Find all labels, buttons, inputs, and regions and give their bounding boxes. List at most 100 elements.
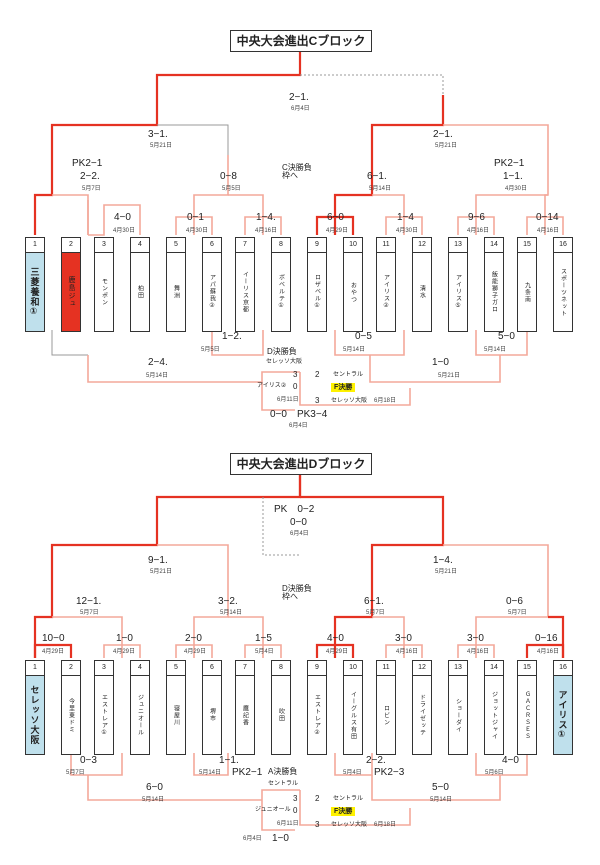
team-name: ショーダイ	[454, 697, 461, 733]
date-d-sf-right: 5月21日	[435, 569, 458, 575]
seed-number: 16	[553, 660, 573, 676]
seed-number: 4	[130, 660, 150, 676]
team-box: 寝屋川	[166, 675, 186, 755]
d-f-final-label: F決勝	[331, 807, 356, 816]
date-r2: 4月30日	[186, 228, 209, 234]
d-team: セレッソ大阪	[266, 359, 303, 365]
seed-number: 9	[307, 237, 327, 253]
score-d-sf-left: 9−1.	[148, 555, 168, 566]
team-name: 寝屋川	[172, 704, 179, 726]
seed-number: 8	[271, 660, 291, 676]
team-name: イーグルス有田	[349, 690, 356, 740]
date-qf3: 5月14日	[369, 186, 392, 192]
team-name: イーリス京都	[241, 271, 248, 313]
bracket-qf3-b	[372, 194, 405, 235]
central-label: セントラル	[333, 372, 364, 378]
d-cons-line	[262, 497, 300, 556]
date-d-r1: 4月29日	[113, 649, 136, 655]
bracket-final-left	[155, 52, 302, 95]
bracket-qf3-a	[333, 155, 374, 235]
date-sf-left: 5月21日	[150, 143, 173, 149]
team-box: ジョットジャイ	[484, 675, 504, 755]
score-d-qf4: 0−6	[506, 596, 523, 607]
d-num-2: 2	[315, 794, 320, 803]
team-box: アパ蘇我②	[202, 252, 222, 332]
d-central-label: セントラル	[333, 796, 364, 802]
b0	[51, 330, 88, 356]
seed-number: 11	[376, 660, 396, 676]
team-box: スポーツネット	[553, 252, 573, 332]
score-d-r0: 10−0	[42, 633, 65, 644]
score-d-r5: 3−0	[395, 633, 412, 644]
team-name: アイリス①	[557, 689, 568, 741]
date-d-r0: 4月29日	[42, 649, 65, 655]
score-d-r7: 0−16	[535, 633, 558, 644]
d-r4	[315, 643, 355, 658]
date-b5: 5月21日	[438, 373, 461, 379]
d-r2	[175, 644, 213, 658]
consolation-label: C決勝負 枠へ	[282, 163, 312, 180]
date-b4: 5月14日	[146, 373, 169, 379]
seed-number: 4	[130, 237, 150, 253]
score-d-r2: 2−0	[185, 633, 202, 644]
team-name: 堺市	[208, 708, 215, 722]
seed-number: 6	[202, 660, 222, 676]
date-d-sf-left: 5月21日	[150, 569, 173, 575]
team-box: おやつ	[343, 252, 363, 332]
seed-number: 10	[343, 237, 363, 253]
score-r1: 4−0	[114, 212, 131, 223]
score-d-bottom: 1−0	[272, 833, 289, 844]
team-name: 三菱養和①	[29, 266, 40, 318]
team-box: イーグルス有田	[343, 675, 363, 755]
d-r6	[457, 644, 495, 658]
score-d-b4: 4−0	[502, 755, 519, 766]
date-r6: 4月16日	[467, 228, 490, 234]
d-b6	[371, 775, 501, 801]
seed-number: 3	[94, 660, 114, 676]
date-r3: 4月16日	[255, 228, 278, 234]
date-r4: 4月29日	[326, 228, 349, 234]
date-d-b1: 5月7日	[66, 770, 85, 776]
date-qf4: 4月30日	[505, 186, 528, 192]
block-title: 中央大会進出Dブロック	[230, 453, 372, 475]
r6	[457, 216, 495, 235]
team-name: スポーツネット	[559, 267, 566, 317]
team-name: ロザベル①	[313, 274, 320, 310]
score-d-b3: 2−2.	[366, 755, 386, 766]
team-box: 今里東ドミ	[61, 675, 81, 755]
team-box: アイリス①	[553, 675, 573, 755]
team-box: 飯能獅子ガロ	[484, 252, 504, 332]
score-r2: 0−1	[187, 212, 204, 223]
date-d-r3: 5月4日	[255, 649, 274, 655]
date-qf1: 5月7日	[82, 186, 101, 192]
d-b9	[261, 800, 295, 831]
team-name: エストレア①	[100, 693, 107, 737]
team-box: 舞洲	[166, 252, 186, 332]
date-d-b5: 5月14日	[142, 797, 165, 803]
team-box: ロザベル①	[307, 252, 327, 332]
d-r3	[244, 644, 282, 658]
date-d-r2: 4月29日	[184, 649, 207, 655]
team-box: 堺市	[202, 675, 222, 755]
score-b2: 0−5	[355, 331, 372, 342]
team-box: イーリス京都	[235, 252, 255, 332]
team-box: 三菱養和①	[25, 252, 45, 332]
seed-number: 12	[412, 660, 432, 676]
team-box: モンポン	[94, 252, 114, 332]
team-box: 清水	[412, 252, 432, 332]
r1	[88, 217, 105, 236]
d-qf3-a	[333, 575, 374, 658]
team-name: アイリス⑤	[454, 274, 461, 310]
score-d-qf1: 12−1.	[76, 596, 102, 607]
date-qf2: 5月5日	[222, 186, 241, 192]
d-b2	[193, 753, 229, 776]
team-name: 飯能獅子ガロ	[490, 271, 497, 313]
d-b1	[70, 753, 123, 776]
team-name: ＧＡＣＲＳＥＳ	[523, 690, 530, 740]
date-d-qf4: 5月7日	[508, 610, 527, 616]
team-box: 鹿島ジュ	[61, 252, 81, 332]
team-box: ドライゼッテ	[412, 675, 432, 755]
d-qf4-a	[475, 575, 549, 658]
score-b1: 1−2.	[222, 331, 242, 342]
